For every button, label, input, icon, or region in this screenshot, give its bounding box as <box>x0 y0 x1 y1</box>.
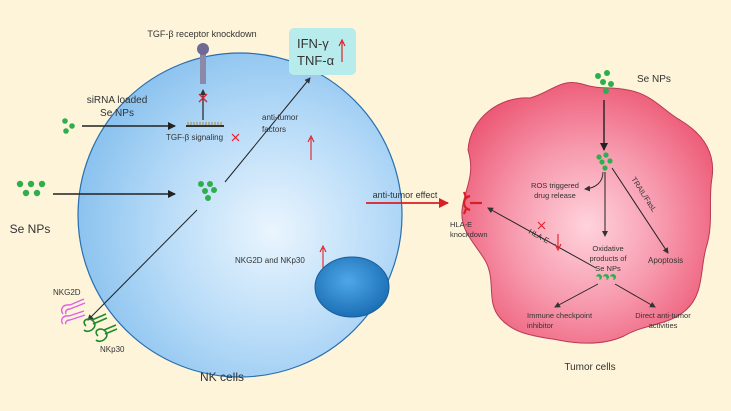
tgf-signaling-label: TGF-β signaling <box>166 133 223 142</box>
ros-label-line2: drug release <box>534 191 576 200</box>
direct-activity-arrow <box>614 283 656 308</box>
cytokine-arrow <box>224 77 311 183</box>
tumor-se-nps-outside <box>595 70 614 94</box>
nkp30-receptor-icon <box>83 313 118 343</box>
receptor-head <box>197 43 209 55</box>
ifn-gamma-label: IFN-γ <box>297 36 329 51</box>
se-nps-outside <box>16 180 46 197</box>
nkg2d-label: NKG2D <box>53 288 81 297</box>
sirna-label-line1: siRNA loaded <box>87 95 148 106</box>
apoptosis-label: Apoptosis <box>648 256 683 265</box>
tumor-cells-title: Tumor cells <box>564 362 615 373</box>
anti-tumor-factors-line2: factors <box>262 125 286 134</box>
receptor-stalk <box>200 52 206 84</box>
red-x-icon <box>198 93 208 103</box>
nkg2d-receptor-icon <box>60 298 86 325</box>
receptor-pad <box>186 122 224 127</box>
up-arrow-icon <box>307 134 315 160</box>
sirna-nanoparticles <box>62 118 75 134</box>
hla-e-down-arrow-icon <box>554 234 562 252</box>
receptor-arrow <box>87 209 198 321</box>
checkpoint-arrow <box>554 283 599 308</box>
immune-checkpoint-line2: inhibitor <box>527 321 554 330</box>
tumor-se-nps-label: Se NPs <box>637 74 671 85</box>
hla-e-knockdown-line2: knockdown <box>450 230 488 239</box>
hla-e-arrow <box>487 207 597 269</box>
hla-e-knockdown-line1: HLA-E <box>450 220 472 229</box>
signaling-x-icon <box>231 133 240 142</box>
receptor-up-arrow-icon <box>319 244 327 268</box>
tumor-se-nps-inside <box>596 152 613 171</box>
se-nps-label: Se NPs <box>10 222 51 236</box>
ros-label-line1: ROS triggered <box>531 181 579 190</box>
cytokine-up-arrow-icon <box>338 38 346 62</box>
oxidative-products-icon <box>596 274 616 280</box>
immune-checkpoint-line1: Immune checkpoint <box>527 311 593 320</box>
anti-tumor-effect-label: anti-tumor effect <box>373 190 438 200</box>
cytokine-box <box>289 28 356 75</box>
se-nps-inside <box>198 181 217 201</box>
sirna-label-line2: Se NPs <box>100 108 134 119</box>
hla-e-x-icon <box>537 221 546 230</box>
nkg2d-nkp30-label: NKG2D and NKp30 <box>235 256 305 265</box>
anti-tumor-factors-line1: anti-tumor <box>262 113 298 122</box>
nk-cells-title: NK cells <box>200 370 244 384</box>
oxidative-label-line3: Se NPs <box>595 264 621 273</box>
hla-e-receptor-icon <box>462 191 482 215</box>
direct-activity-line1: Direct anti-tumor <box>635 311 691 320</box>
oxidative-label-line1: Oxidative <box>592 244 623 253</box>
nk-nucleus <box>314 256 390 318</box>
oxidative-label-line2: products of <box>589 254 627 263</box>
tgf-receptor <box>197 43 209 84</box>
nkp30-label: NKp30 <box>100 345 125 354</box>
tgf-receptor-knockdown-label: TGF-β receptor knockdown <box>147 29 256 39</box>
ros-arrow <box>584 171 604 192</box>
nk-cell <box>77 52 403 378</box>
direct-activity-line2: activities <box>649 321 678 330</box>
trail-arrow <box>611 167 669 254</box>
tumor-cell <box>461 82 714 344</box>
tnf-alpha-label: TNF-α <box>297 53 335 68</box>
